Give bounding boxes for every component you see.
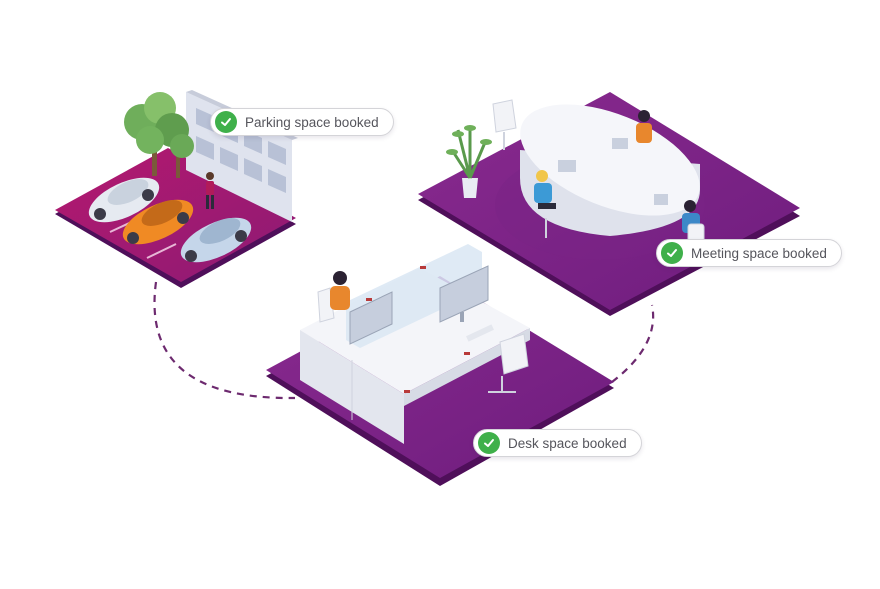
parking-booked-badge: Parking space booked (210, 108, 394, 136)
car-light-blue (180, 217, 252, 263)
monitor-back (439, 265, 489, 323)
person-meeting-2 (534, 170, 556, 238)
meeting-booked-label: Meeting space booked (691, 245, 827, 261)
chair-meeting-empty (492, 99, 517, 150)
parking-booked-label: Parking space booked (245, 114, 379, 130)
desk-chair (488, 333, 529, 393)
tree (124, 92, 194, 178)
check-icon (478, 432, 500, 454)
car-orange (122, 199, 194, 245)
person-meeting-1 (636, 110, 652, 143)
meeting-booked-badge: Meeting space booked (656, 239, 842, 267)
desk-booked-label: Desk space booked (508, 435, 627, 451)
person-meeting-3 (682, 200, 705, 243)
desk-booked-badge: Desk space booked (473, 429, 642, 457)
dashed-connector-desk-meeting (611, 304, 655, 383)
monitor-front (349, 291, 393, 345)
check-icon (661, 242, 683, 264)
plant (446, 125, 492, 198)
car-white (88, 177, 160, 223)
person-parking (206, 172, 214, 209)
person-desk (317, 271, 350, 323)
dashed-connector-parking-desk (153, 281, 296, 400)
check-icon (215, 111, 237, 133)
